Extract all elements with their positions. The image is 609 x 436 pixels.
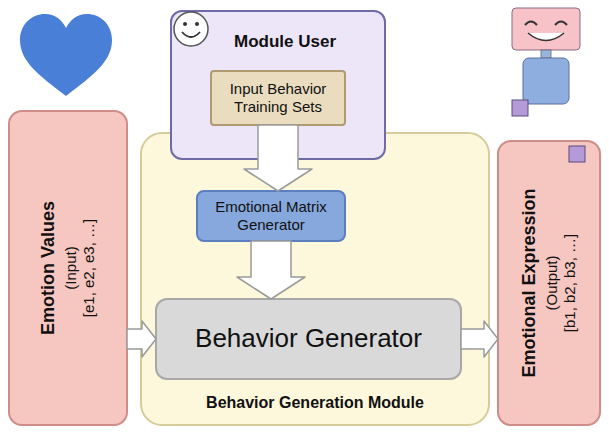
block-arrow [127,321,156,357]
process-box: Behavior Generator [155,298,462,380]
process-box: Emotional Matrix Generator [196,190,346,242]
module-box: Behavior Generation Module Emotional Matr… [140,132,490,426]
smiley-icon [174,12,208,46]
input-panel: Emotion Values(Input)[e1, e2, e3, …] [8,110,128,426]
node-title: Emotion Values [38,120,60,416]
block-arrow [237,241,305,299]
block-arrow [244,125,312,191]
robot-icon [512,8,585,162]
input-box: Input Behavior Training Sets [210,70,346,126]
node-title: Input Behavior Training Sets [220,80,336,116]
node-title: Behavior Generator [195,323,422,354]
node-text: (Input) [62,120,80,416]
rotated-text-group: Emotion Values(Input)[e1, e2, e3, …] [38,120,98,416]
node-title: Emotional Expression [519,150,541,416]
output-panel: Emotional Expression(Output)[b1, b2, b3,… [497,140,601,426]
node-text: (Output) [543,150,561,416]
node-title: Behavior Generation Module [142,393,488,412]
heart-icon [20,14,112,96]
node-text: [e1, e2, e3, …] [80,120,98,416]
rotated-text-group: Emotional Expression(Output)[b1, b2, b3,… [519,150,579,416]
node-text: [b1, b2, b3, …] [561,150,579,416]
node-title: Emotional Matrix Generator [206,198,336,234]
block-arrow [461,321,498,357]
node-title: Module User [234,32,336,52]
